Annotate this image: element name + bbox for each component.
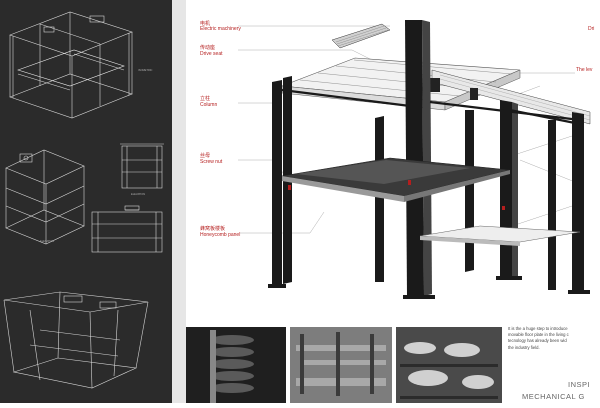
panel-divider <box>172 0 186 403</box>
wireframe-drawings <box>3 11 164 389</box>
roof-track-assembly <box>281 23 591 125</box>
column-front-left <box>272 80 282 286</box>
description-text: It is the a huge step to introduce movab… <box>508 326 600 351</box>
label-lever-right: The lev <box>576 67 593 73</box>
description-line: the industry field. <box>508 344 540 350</box>
label-honeycomb-panel: 蜂窝板楼板 Honeycomb panel <box>200 226 241 238</box>
label-drive-right: Dri <box>588 26 595 32</box>
heading-line-1: INSPI <box>568 380 591 389</box>
elevation-drawing-2 <box>91 205 163 253</box>
label-column: 立柱 Column <box>200 96 218 108</box>
isometric-frame-drawing <box>9 11 133 119</box>
caption-elevation-3: ELEVATION <box>40 240 55 243</box>
description-line: movable floor plate in the living c <box>508 332 569 338</box>
label-electric-machinery: 电机 Electric machinery <box>200 21 241 32</box>
column-right <box>500 100 512 278</box>
column-middle <box>375 116 384 282</box>
column-front-center <box>405 20 424 296</box>
base-feet <box>268 276 590 299</box>
column-right-back <box>465 110 474 272</box>
screw-nut-markers <box>288 180 505 210</box>
caption-elevation-1: ELEVATION <box>131 193 146 196</box>
label-screw-nut: 丝母 Screw nut <box>200 153 223 165</box>
heading-line-2: MECHANICAL G <box>522 392 585 401</box>
photo-strip <box>186 327 502 403</box>
lower-floor-plate <box>419 225 581 246</box>
description-line: It is the a huge step to introduce <box>508 326 568 331</box>
label-drive-seat: 传动座 Drive seat <box>200 45 223 57</box>
isometric-floor-drawing <box>5 149 85 245</box>
column-far-right <box>572 112 584 292</box>
columns <box>272 20 584 296</box>
caption-iso: ISOMETRIC <box>138 69 153 72</box>
elevation-drawing-1 <box>120 143 164 189</box>
description-line: tecnology has already been wid <box>508 338 567 344</box>
cross-beams <box>281 88 581 126</box>
technical-drawings-panel: ISOMETRIC ELEVATION ELEVATION <box>0 0 172 403</box>
perspective-frame-drawing <box>3 291 149 389</box>
honeycomb-floor-plate <box>281 157 511 202</box>
